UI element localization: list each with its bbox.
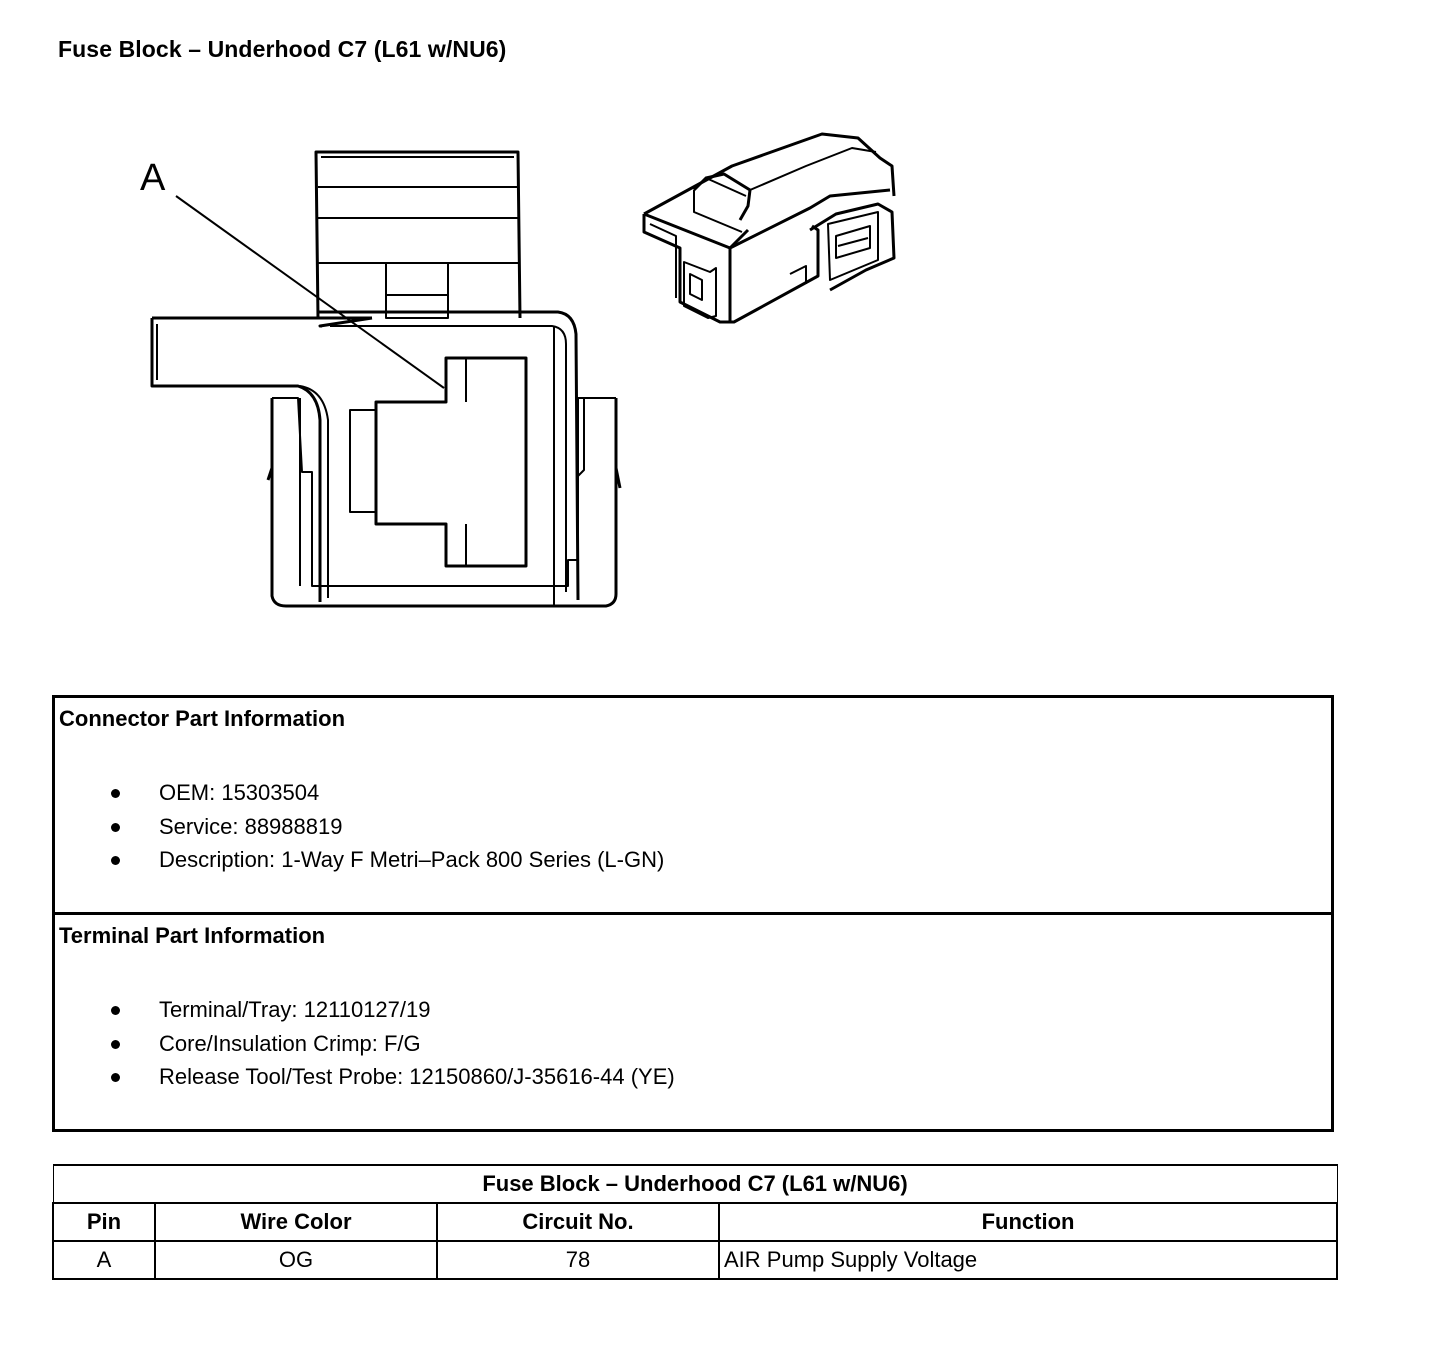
cell-circuit-no: 78 [436, 1240, 720, 1280]
terminal-cavity [349, 356, 528, 568]
list-item: Description: 1-Way F Metri–Pack 800 Seri… [55, 843, 664, 877]
terminal-part-info-list: Terminal/Tray: 12110127/19 Core/Insulati… [55, 993, 675, 1094]
connector-latch [314, 150, 522, 319]
bullet-icon [111, 1073, 120, 1082]
column-header-function: Function [717, 1202, 1339, 1242]
pin-table: Fuse Block – Underhood C7 (L61 w/NU6) Pi… [52, 1164, 1339, 1280]
connector-part-info-box: Connector Part Information OEM: 15303504… [52, 695, 1334, 915]
connector-part-info-list: OEM: 15303504 Service: 88988819 Descript… [55, 776, 664, 877]
connector-isometric-view [642, 132, 896, 324]
terminal-part-info-box: Terminal Part Information Terminal/Tray:… [52, 912, 1334, 1132]
page-title: Fuse Block – Underhood C7 (L61 w/NU6) [58, 36, 507, 62]
callout-label-a: A [140, 157, 166, 199]
table-caption: Fuse Block – Underhood C7 (L61 w/NU6) [52, 1164, 1338, 1204]
column-header-circuit-no: Circuit No. [436, 1202, 720, 1242]
table-caption-row: Fuse Block – Underhood C7 (L61 w/NU6) [52, 1164, 1338, 1204]
list-item: Core/Insulation Crimp: F/G [55, 1027, 675, 1061]
cell-function: AIR Pump Supply Voltage [717, 1240, 1339, 1280]
table-header-row: Pin Wire Color Circuit No. Function [52, 1202, 1339, 1242]
bullet-icon [111, 822, 120, 832]
bullet-icon [111, 789, 120, 798]
cell-wire-color: OG [154, 1240, 438, 1280]
connector-body [266, 310, 622, 608]
bullet-icon [111, 856, 120, 865]
connector-diagram: A [140, 132, 896, 608]
connector-part-info-title: Connector Part Information [59, 706, 346, 731]
connector-lead [150, 316, 372, 602]
cell-pin: A [52, 1240, 156, 1280]
list-item: Terminal/Tray: 12110127/19 [55, 993, 675, 1027]
bullet-icon [111, 1039, 120, 1049]
bullet-icon [111, 1006, 120, 1015]
list-item: Service: 88988819 [55, 810, 664, 844]
terminal-part-info-title: Terminal Part Information [59, 923, 326, 948]
column-header-pin: Pin [52, 1202, 156, 1242]
table-row: A OG 78 AIR Pump Supply Voltage [52, 1240, 1339, 1280]
list-item: OEM: 15303504 [55, 776, 664, 810]
callout-leader [175, 195, 445, 389]
column-header-wire-color: Wire Color [154, 1202, 438, 1242]
list-item: Release Tool/Test Probe: 12150860/J-3561… [55, 1060, 675, 1094]
